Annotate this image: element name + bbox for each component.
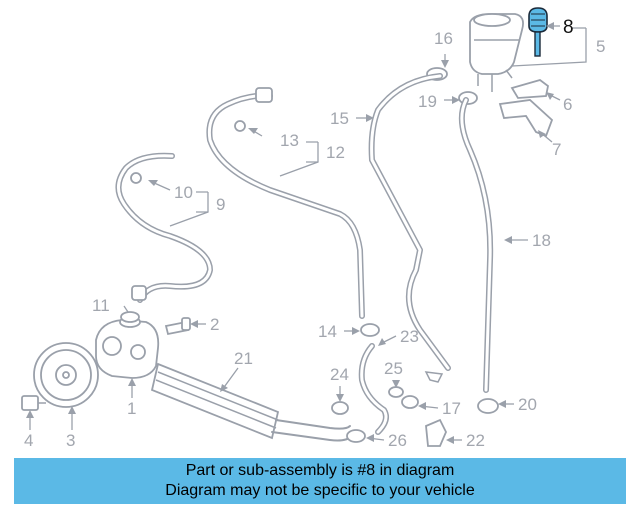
pulley — [33, 342, 99, 408]
bolt-2 — [164, 317, 191, 336]
power-steering-diagram: 8 5 16 19 6 7 15 13 12 10 9 18 11 2 14 2… — [21, 7, 605, 450]
callout-16: 16 — [434, 29, 453, 48]
callout-11: 11 — [92, 296, 110, 315]
callout-24: 24 — [330, 365, 349, 384]
hose-23 — [358, 343, 389, 435]
clamp-17 — [401, 395, 419, 409]
bracket-22 — [425, 418, 447, 447]
callout-leaders — [26, 22, 587, 444]
hose-15 — [368, 73, 451, 371]
bolt-4 — [21, 395, 46, 411]
banner-line-1: Part or sub-assembly is #8 in diagram — [185, 462, 455, 479]
callout-4: 4 — [24, 431, 33, 450]
callout-19: 19 — [418, 92, 437, 111]
callout-14: 14 — [318, 322, 337, 341]
callout-2: 2 — [210, 315, 219, 334]
callout-23: 23 — [400, 327, 419, 346]
cap-20 — [477, 398, 499, 414]
callout-13: 13 — [280, 131, 299, 150]
o-ring-11 — [120, 311, 140, 323]
callout-18: 18 — [532, 231, 551, 250]
reservoir — [469, 13, 524, 92]
callout-17: 17 — [442, 399, 461, 418]
callout-10: 10 — [174, 183, 193, 202]
info-banner: Part or sub-assembly is #8 in diagram Di… — [14, 458, 626, 504]
callout-8: 8 — [563, 17, 574, 38]
callout-7: 7 — [552, 140, 561, 159]
callout-6: 6 — [563, 95, 572, 114]
callout-22: 22 — [466, 431, 485, 450]
callout-3: 3 — [66, 431, 75, 450]
clamp-25 — [388, 386, 404, 398]
cooler-21 — [150, 362, 353, 442]
bracket-7 — [498, 99, 554, 138]
callout-5: 5 — [596, 37, 605, 56]
hose-18 — [458, 97, 494, 393]
callout-26: 26 — [388, 431, 407, 450]
callout-1: 1 — [127, 399, 136, 418]
callout-25: 25 — [384, 359, 403, 378]
callout-21: 21 — [234, 349, 253, 368]
pressure-line-12 — [206, 87, 365, 319]
callout-numbers: 8 5 16 19 6 7 15 13 12 10 9 18 11 2 14 2… — [24, 17, 605, 450]
callout-12: 12 — [326, 143, 345, 162]
pump — [95, 316, 160, 379]
clamp-14 — [360, 323, 380, 337]
callout-9: 9 — [216, 195, 225, 214]
callout-20: 20 — [518, 395, 537, 414]
callout-15: 15 — [330, 109, 349, 128]
pressure-line-9 — [115, 152, 213, 303]
bracket-6 — [510, 79, 549, 99]
banner-line-2: Diagram may not be specific to your vehi… — [165, 482, 475, 499]
reservoir-cap-part-8[interactable] — [528, 7, 548, 57]
clamp-26 — [346, 429, 366, 443]
clamp-24 — [331, 401, 349, 415]
bracket-small — [424, 371, 444, 383]
